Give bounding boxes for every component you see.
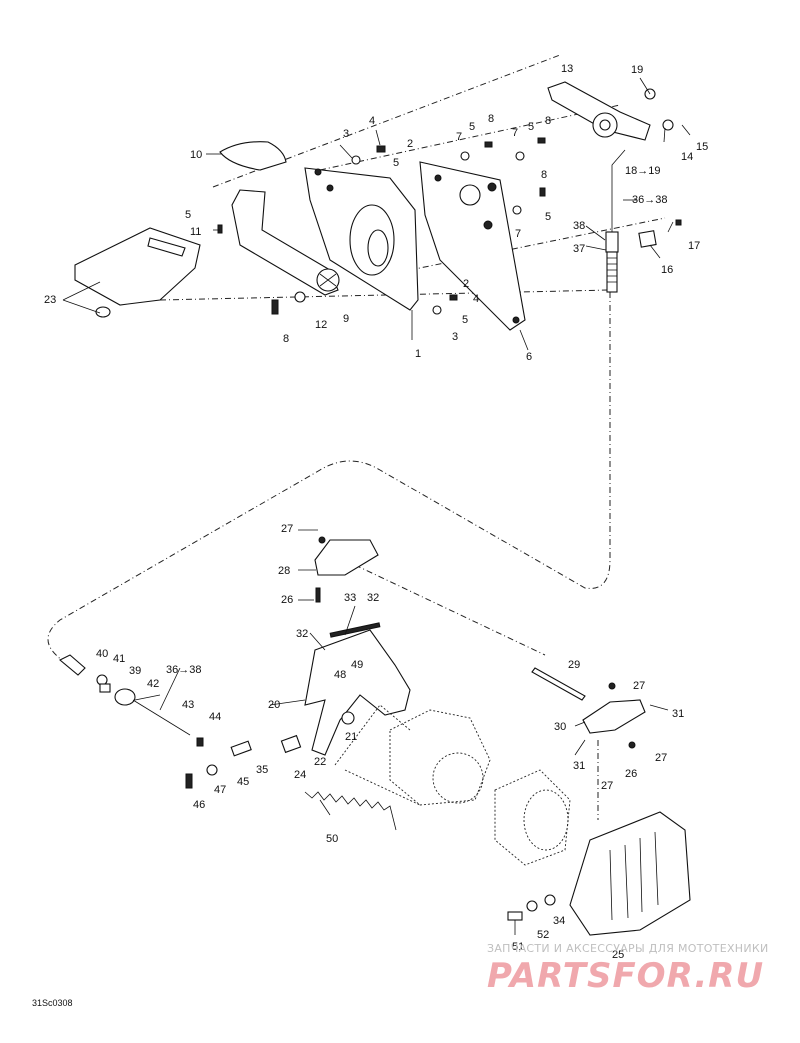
callout-8: 8 [283, 333, 289, 345]
lever-13 [547, 81, 674, 141]
callout-43: 43 [182, 699, 194, 711]
pad-10 [219, 141, 287, 171]
callout-48: 48 [334, 669, 346, 681]
callout-28: 28 [278, 565, 290, 577]
callout-5: 5 [462, 314, 468, 326]
callout-38: 38 [573, 220, 585, 232]
callout-8: 8 [488, 113, 494, 125]
callout-41: 41 [113, 653, 125, 665]
callout-8: 8 [541, 169, 547, 181]
callout-37: 37 [573, 243, 585, 255]
callout-36-38: 36→38 [166, 664, 201, 676]
callout-49: 49 [351, 659, 363, 671]
callout-36-38: 36→38 [632, 194, 667, 206]
callout-10: 10 [190, 149, 202, 161]
callout-2: 2 [463, 278, 469, 290]
callout-31: 31 [672, 708, 684, 720]
callout-50: 50 [326, 833, 338, 845]
callout-32: 32 [296, 628, 308, 640]
callout-27: 27 [281, 523, 293, 535]
callout-7: 7 [456, 131, 462, 143]
callout-26: 26 [281, 594, 293, 606]
callout-39: 39 [129, 665, 141, 677]
upper-hardware [217, 137, 682, 315]
callout-19: 19 [631, 64, 643, 76]
watermark-brand: PARTSFOR.RU [487, 956, 765, 996]
callout-11: 11 [190, 226, 201, 238]
callout-8: 8 [545, 115, 551, 127]
callout-18: 18→19 [625, 165, 660, 177]
cable-route-line [319, 104, 621, 171]
callout-52: 52 [537, 929, 549, 941]
callout-47: 47 [214, 784, 226, 796]
callout-46: 46 [193, 799, 205, 811]
callout-15: 15 [696, 141, 708, 153]
plate-6 [419, 161, 526, 331]
callout-26: 26 [625, 768, 637, 780]
callout-13: 13 [561, 63, 573, 75]
callout-7: 7 [515, 228, 521, 240]
callout-23: 23 [44, 294, 56, 306]
callout-4: 4 [473, 293, 479, 305]
callout-5: 5 [185, 209, 191, 221]
callout-31: 31 [573, 760, 585, 772]
callout-27: 27 [633, 680, 645, 692]
callout-25: 25 [612, 949, 624, 961]
callout-44: 44 [209, 711, 221, 723]
linkage-39-47 [59, 654, 556, 921]
clip-16 [638, 230, 657, 248]
callout-42: 42 [147, 678, 159, 690]
rod-29 [531, 667, 586, 701]
callout-3: 3 [343, 128, 349, 140]
callout-6: 6 [526, 351, 532, 363]
callout-5: 5 [469, 121, 475, 133]
callout-32: 32 [367, 592, 379, 604]
reverse-gate-25 [569, 811, 691, 936]
callout-20: 20 [268, 699, 280, 711]
bracket-28 [314, 536, 379, 603]
shift-lever-arm [231, 189, 340, 296]
callout-4: 4 [369, 115, 375, 127]
callout-21: 21 [345, 731, 357, 743]
callout-14: 14 [681, 151, 693, 163]
callout-27: 27 [655, 752, 667, 764]
callout-35: 35 [256, 764, 268, 776]
cable-route-line [47, 292, 611, 661]
callout-12: 12 [315, 319, 327, 331]
watermark-tagline: ЗАПЧАСТИ И АКСЕССУАРЫ ДЛЯ МОТОТЕХНИКИ [487, 942, 769, 955]
callout-7: 7 [512, 127, 518, 139]
callout-17: 17 [688, 240, 700, 252]
callout-30: 30 [554, 721, 566, 733]
callout-34: 34 [553, 915, 565, 927]
cover-plate-23 [74, 227, 201, 318]
jet-pump-outline [334, 704, 571, 866]
housing-1 [304, 167, 419, 311]
callout-2: 2 [407, 138, 413, 150]
callout-22: 22 [314, 756, 326, 768]
drawing-code: 31Sc0308 [32, 998, 73, 1008]
callout-27: 27 [601, 780, 613, 792]
cable-assembly-36-38 [605, 149, 626, 293]
leader-lines [62, 77, 691, 935]
cable-route-line [354, 564, 546, 656]
callout-45: 45 [237, 776, 249, 788]
callout-5: 5 [528, 121, 534, 133]
callout-16: 16 [661, 264, 673, 276]
callout-3: 3 [452, 331, 458, 343]
callout-40: 40 [96, 648, 108, 660]
callout-24: 24 [294, 769, 306, 781]
shift-arm-20 [304, 622, 411, 756]
callout-5: 5 [545, 211, 551, 223]
callout-9: 9 [343, 313, 349, 325]
callout-1: 1 [415, 348, 421, 360]
callout-5: 5 [393, 157, 399, 169]
bracket-30 [582, 682, 646, 749]
callout-29: 29 [568, 659, 580, 671]
callout-33: 33 [344, 592, 356, 604]
callout-51: 51 [512, 941, 524, 953]
spring-50 [304, 791, 397, 831]
callout-numbers: 1 2 2 3 3 4 4 5 5 5 5 5 5 6 7 7 7 8 8 8 … [44, 63, 708, 961]
